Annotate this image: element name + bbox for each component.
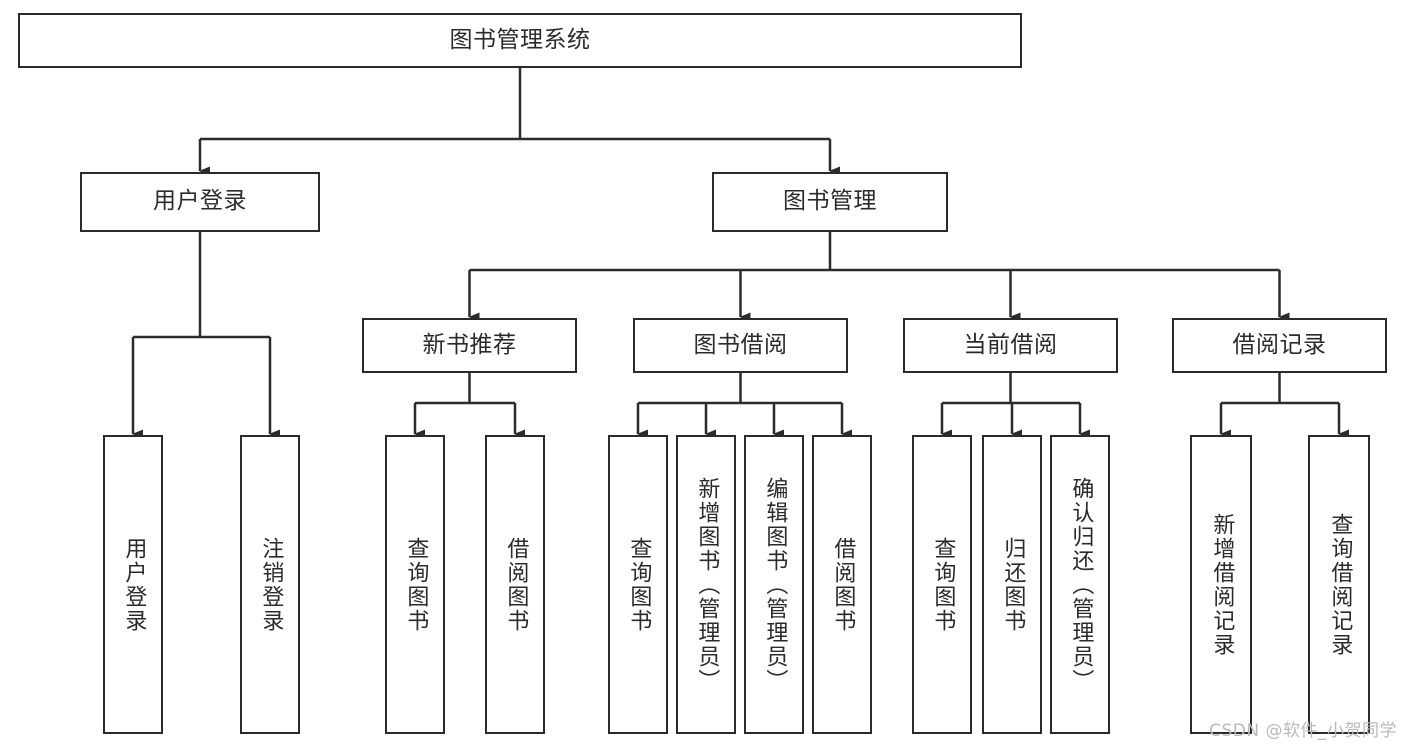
node-new-book-recommend[interactable]: 新书推荐 — [362, 318, 577, 373]
node-leaf-logout[interactable]: 注销登录 — [240, 435, 300, 734]
node-leaf-add-book-label: 新增图书（管理员） — [694, 476, 720, 693]
node-leaf-query-record-label: 查询借阅记录 — [1327, 512, 1353, 657]
node-leaf-confirm-return[interactable]: 确认归还（管理员） — [1050, 435, 1110, 734]
node-root[interactable]: 图书管理系统 — [18, 13, 1022, 68]
node-book-borrow-label: 图书借阅 — [693, 331, 788, 358]
node-leaf-query-book-2[interactable]: 查询图书 — [608, 435, 668, 734]
node-leaf-user-login[interactable]: 用户登录 — [103, 435, 163, 734]
node-leaf-return-book[interactable]: 归还图书 — [982, 435, 1042, 734]
node-borrow-record-label: 借阅记录 — [1232, 331, 1327, 358]
node-leaf-borrow-book-1[interactable]: 借阅图书 — [485, 435, 545, 734]
node-leaf-query-book-3[interactable]: 查询图书 — [912, 435, 972, 734]
node-leaf-edit-book[interactable]: 编辑图书（管理员） — [744, 435, 804, 734]
csdn-watermark: CSDN @软件_小贺同学 — [1209, 721, 1397, 741]
node-leaf-add-record[interactable]: 新增借阅记录 — [1190, 435, 1252, 734]
node-leaf-add-book[interactable]: 新增图书（管理员） — [676, 435, 736, 734]
node-leaf-borrow-book-2-label: 借阅图书 — [830, 536, 856, 633]
node-root-label: 图书管理系统 — [449, 26, 591, 53]
node-leaf-query-record[interactable]: 查询借阅记录 — [1308, 435, 1370, 734]
node-user-login-label: 用户登录 — [153, 188, 247, 215]
node-new-book-recommend-label: 新书推荐 — [422, 331, 517, 358]
node-leaf-user-login-label: 用户登录 — [121, 536, 147, 633]
node-leaf-confirm-return-label: 确认归还（管理员） — [1068, 476, 1094, 693]
node-book-borrow[interactable]: 图书借阅 — [633, 318, 848, 373]
node-leaf-borrow-book-2[interactable]: 借阅图书 — [812, 435, 872, 734]
node-book-manage[interactable]: 图书管理 — [712, 172, 948, 232]
node-leaf-edit-book-label: 编辑图书（管理员） — [762, 476, 788, 693]
node-leaf-return-book-label: 归还图书 — [1000, 536, 1026, 633]
node-current-borrow[interactable]: 当前借阅 — [903, 318, 1118, 373]
node-leaf-query-book-3-label: 查询图书 — [930, 536, 956, 633]
node-current-borrow-label: 当前借阅 — [963, 331, 1058, 358]
node-leaf-add-record-label: 新增借阅记录 — [1209, 512, 1235, 657]
node-leaf-logout-label: 注销登录 — [258, 536, 284, 633]
node-book-manage-label: 图书管理 — [783, 188, 877, 215]
node-user-login[interactable]: 用户登录 — [80, 172, 320, 232]
node-leaf-query-book-2-label: 查询图书 — [626, 536, 652, 633]
node-leaf-borrow-book-1-label: 借阅图书 — [503, 536, 529, 633]
node-leaf-query-book-1[interactable]: 查询图书 — [385, 435, 445, 734]
node-leaf-query-book-1-label: 查询图书 — [403, 536, 429, 633]
node-borrow-record[interactable]: 借阅记录 — [1172, 318, 1387, 373]
